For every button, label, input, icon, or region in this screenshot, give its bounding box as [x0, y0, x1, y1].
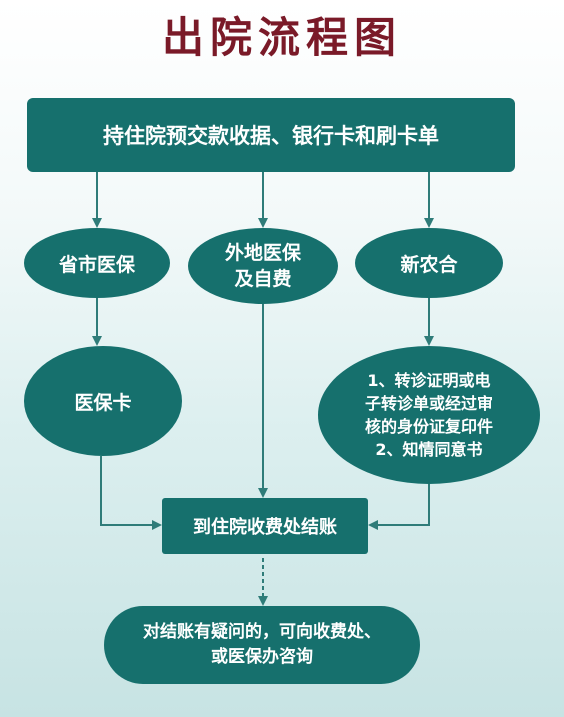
documents-line2: 子转诊单或经过审	[364, 394, 493, 413]
local-insurance-node: 省市医保	[24, 228, 170, 298]
arrow-docs-to-checkout	[368, 484, 430, 530]
rural-cooperative-node: 新农合	[355, 228, 503, 298]
documents-line4: 2、知情同意书	[375, 440, 483, 459]
documents-line3: 核的身份证复印件	[364, 417, 493, 436]
inquiry-line1: 对结账有疑问的，可向收费处、	[143, 622, 381, 642]
required-documents-node: 1、转诊证明或电 子转诊单或经过审 核的身份证复印件 2、知情同意书	[318, 346, 540, 484]
local-insurance-label: 省市医保	[58, 253, 135, 276]
insurance-card-node: 医保卡	[24, 346, 182, 456]
insurance-card-label: 医保卡	[74, 391, 132, 414]
start-label: 持住院预交款收据、银行卡和刷卡单	[103, 124, 439, 148]
out-of-town-insurance-node: 外地医保 及自费	[188, 228, 338, 304]
inquiry-box: 对结账有疑问的，可向收费处、 或医保办咨询	[104, 606, 420, 684]
checkout-label: 到住院收费处结账	[193, 517, 337, 538]
out-of-town-label-line2: 及自费	[234, 268, 292, 290]
inquiry-line2: 或医保办咨询	[211, 647, 313, 667]
rural-cooperative-label: 新农合	[400, 253, 458, 276]
arrow-card-to-checkout	[100, 456, 162, 530]
checkout-box: 到住院收费处结账	[162, 498, 368, 554]
page-title: 出院流程图	[161, 13, 402, 62]
documents-line1: 1、转诊证明或电	[367, 371, 491, 390]
out-of-town-label-line1: 外地医保	[224, 242, 301, 264]
start-box: 持住院预交款收据、银行卡和刷卡单	[27, 98, 515, 172]
